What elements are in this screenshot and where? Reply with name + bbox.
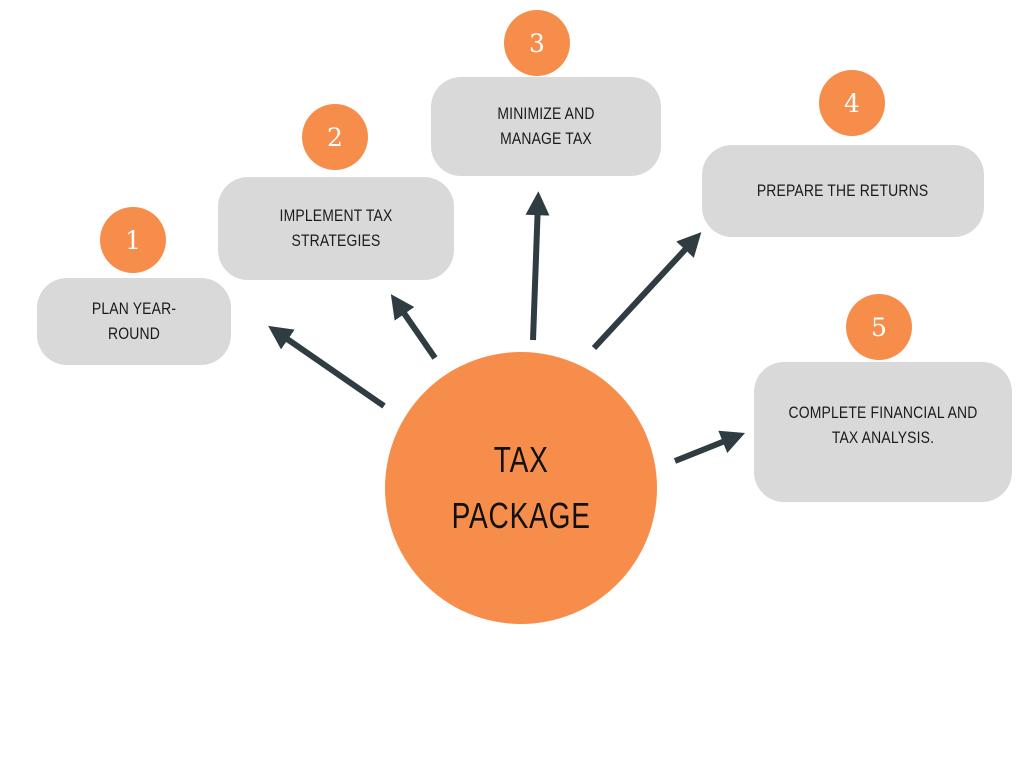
center-title-line-2: PACKAGE — [451, 495, 591, 536]
step-box-5: COMPLETE FINANCIAL AND TAX ANALYSIS. — [754, 362, 1012, 502]
step-number-3: 3 — [529, 28, 545, 58]
center-title-line-1: TAX — [493, 439, 549, 480]
step-badge-1: 1 — [100, 207, 166, 273]
step-label-2: IMPLEMENT TAX STRATEGIES — [279, 205, 393, 250]
step-box-3: MINIMIZE AND MANAGE TAX — [431, 77, 661, 176]
step-number-4: 4 — [844, 88, 860, 118]
step-label-5: COMPLETE FINANCIAL AND TAX ANALYSIS. — [788, 403, 978, 447]
arrow-to-step-4 — [591, 232, 702, 351]
step-badge-4: 4 — [819, 70, 885, 136]
step-badge-5: 5 — [846, 294, 912, 360]
step-badge-3: 3 — [504, 10, 570, 76]
step-label-3: MINIMIZE AND MANAGE TAX — [497, 103, 595, 148]
arrow-to-step-3 — [525, 191, 550, 341]
arrow-to-step-2 — [390, 294, 438, 360]
center-circle: TAX PACKAGE — [385, 352, 657, 624]
step-number-2: 2 — [327, 122, 343, 152]
step-box-4: PREPARE THE RETURNS — [702, 145, 984, 237]
step-box-1: PLAN YEAR-ROUND — [37, 278, 231, 365]
step-number-5: 5 — [871, 312, 887, 342]
step-badge-2: 2 — [302, 104, 368, 170]
arrow-to-step-1 — [268, 325, 386, 409]
arrow-to-step-5 — [673, 430, 746, 464]
step-label-4: PREPARE THE RETURNS — [757, 180, 929, 200]
step-number-1: 1 — [125, 225, 141, 255]
step-label-1: PLAN YEAR-ROUND — [91, 298, 177, 343]
step-box-2: IMPLEMENT TAX STRATEGIES — [218, 177, 454, 280]
